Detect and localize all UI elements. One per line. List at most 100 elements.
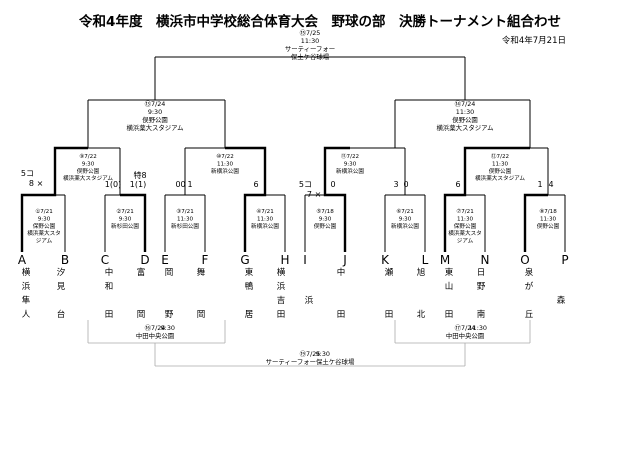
team-name-char: 旭 — [417, 267, 426, 278]
winner-path-lines — [20, 146, 548, 252]
team-name-char: 野 — [477, 282, 486, 292]
score-left: 特8 — [133, 170, 146, 180]
score-mark: × — [315, 190, 322, 199]
game-venue: 新横浜公園 — [251, 222, 279, 230]
team-letter: L — [422, 253, 429, 267]
team-name-char: 居 — [245, 310, 254, 320]
game-number-date: ②7/21 — [116, 208, 134, 215]
team-letter: K — [381, 253, 390, 267]
game-time: 9:30 — [290, 350, 330, 358]
game-venue: 横浜薬大スタ — [448, 229, 482, 237]
document-date: 令和4年7月21日 — [502, 35, 566, 46]
team-name-char: 横 — [22, 267, 31, 278]
score-right: 6 — [253, 180, 258, 189]
team-name-char: 田 — [277, 310, 286, 320]
team-name-char: 山 — [445, 281, 454, 292]
game-time: 11:30 — [492, 161, 509, 167]
game-venue: 新杉田公園 — [171, 222, 199, 230]
team-name-char: 中 — [105, 267, 114, 278]
team-name-char: 中 — [337, 267, 346, 278]
team-letter: H — [280, 253, 289, 267]
game-time: 9:30 — [344, 161, 357, 167]
game-number-date: ⑥7/21 — [396, 208, 414, 215]
team-name-char: 田 — [105, 310, 114, 320]
game-time: 9:30 — [319, 216, 332, 222]
game-time: 11:30 — [540, 216, 557, 222]
team-name-char: 台 — [57, 309, 66, 320]
score-3: 5コ7×0 — [299, 180, 336, 199]
game-number-date: ⑦7/21 — [456, 208, 474, 215]
games-layer: ①7/219:30保野公園横浜薬大スタジアム②7/219:30新杉田公園③7/2… — [27, 29, 559, 366]
team-P: P森 — [557, 253, 569, 306]
game-time: 9:30 — [399, 216, 412, 222]
score-left: 3 — [393, 180, 398, 189]
score-6: 特81(1) — [130, 170, 147, 189]
game-venue: 俣野公園 — [77, 167, 100, 175]
lower-bracket-lines — [87, 320, 531, 367]
game-number-date: ⑪7/22 — [341, 152, 359, 160]
score-1: 5コ8×1(0) — [21, 169, 121, 189]
team-name-char: 舞 — [197, 267, 206, 278]
upper-bracket-lines — [21, 56, 566, 252]
game-venue: サーティーフォー — [285, 45, 335, 53]
team-J: J中田 — [337, 253, 347, 320]
team-name-char: 隼 — [22, 295, 31, 306]
game-number-date: ⑮7/25 — [300, 29, 321, 37]
game-time: 11:30 — [301, 37, 319, 45]
game-venue: 横浜薬大スタジアム — [126, 123, 183, 132]
game-time: 11:30 — [457, 216, 474, 222]
score-right: 1(1) — [130, 180, 146, 189]
team-name-char: 人 — [22, 310, 31, 320]
team-name-char: 泉 — [525, 267, 534, 278]
score-right: 1(0) — [105, 180, 121, 189]
team-name-char: 見 — [57, 282, 66, 292]
game-venue: ジアム — [36, 238, 53, 245]
team-E: E岡野 — [161, 253, 174, 320]
score-left: 0 — [175, 180, 180, 189]
score-right: 1 — [187, 180, 192, 189]
team-name-char: 東 — [245, 267, 254, 278]
game-time: 11:30 — [443, 324, 487, 332]
score-right: 0 — [403, 180, 408, 189]
game-venue: 俣野公園 — [314, 222, 337, 230]
game-number-date: ①7/21 — [35, 208, 53, 215]
game-number-date: ⑫7/22 — [491, 152, 509, 160]
team-name-char: 富 — [137, 267, 146, 278]
game-venue: 保野公園 — [33, 222, 56, 230]
team-L: L旭北 — [417, 253, 429, 320]
team-letter: B — [61, 253, 69, 267]
team-letter: C — [101, 253, 109, 267]
score-right: 4 — [548, 180, 553, 189]
game-venue: 俣野公園 — [142, 115, 168, 124]
game-number-date: ③7/21 — [176, 208, 194, 215]
game-venue: サーティーフォー保土ケ谷球場 — [266, 357, 355, 366]
game-number-date: ⑭7/24 — [455, 100, 476, 108]
team-name-char: 丘 — [525, 310, 534, 320]
game-number-date: ⑨7/22 — [79, 153, 97, 160]
score-right: 0 — [330, 180, 335, 189]
score-left: 7 — [307, 190, 312, 199]
game-time: 11:30 — [217, 161, 234, 167]
game-number-date: ⑰7/24 — [455, 324, 476, 332]
team-letter: J — [342, 253, 347, 267]
team-name-char: 岡 — [137, 310, 146, 320]
